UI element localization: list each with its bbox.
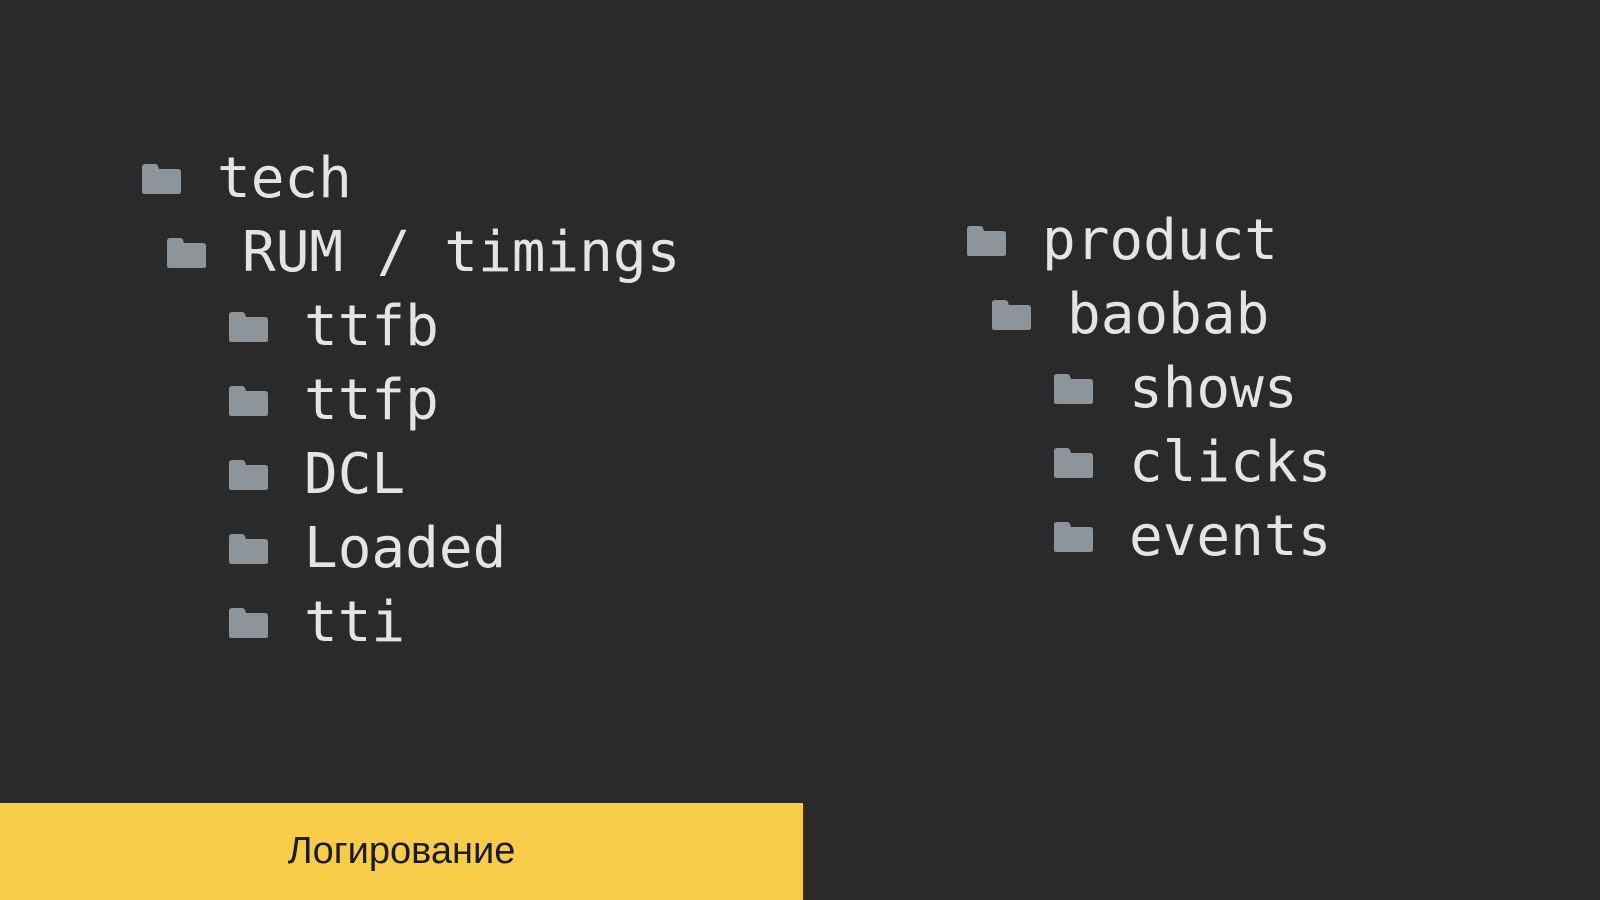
tree-item-shows: shows	[966, 352, 1331, 426]
tree-item-label: baobab	[1067, 282, 1270, 347]
folder-icon	[966, 225, 1007, 257]
tree-item-ttfp: ttfp	[141, 364, 680, 438]
folder-icon	[991, 299, 1032, 331]
tree-item-label: tech	[217, 146, 352, 211]
right-folder-tree: product baobab shows clicks events	[966, 204, 1331, 574]
tree-item-label: RUM / timings	[242, 220, 681, 285]
folder-icon	[228, 385, 269, 417]
tree-item-dcl: DCL	[141, 438, 680, 512]
folder-icon	[1053, 521, 1094, 553]
section-title-bar: Логирование	[0, 803, 803, 900]
tree-item-product: product	[966, 204, 1331, 278]
tree-item-loaded: Loaded	[141, 512, 680, 586]
tree-item-label: clicks	[1129, 430, 1332, 495]
tree-item-baobab: baobab	[966, 278, 1331, 352]
tree-item-tech: tech	[141, 142, 680, 216]
tree-item-tti: tti	[141, 586, 680, 660]
tree-item-label: shows	[1129, 356, 1298, 421]
tree-item-label: ttfb	[304, 294, 439, 359]
tree-item-label: ttfp	[304, 368, 439, 433]
folder-icon	[141, 163, 182, 195]
tree-item-events: events	[966, 500, 1331, 574]
tree-item-ttfb: ttfb	[141, 290, 680, 364]
tree-item-label: events	[1129, 504, 1332, 569]
folder-icon	[1053, 373, 1094, 405]
folder-icon	[166, 237, 207, 269]
tree-item-label: Loaded	[304, 516, 507, 581]
folder-icon	[228, 607, 269, 639]
folder-icon	[228, 533, 269, 565]
tree-item-label: DCL	[304, 442, 406, 507]
tree-item-label: product	[1042, 208, 1279, 273]
tree-item-rum-timings: RUM / timings	[141, 216, 680, 290]
tree-item-clicks: clicks	[966, 426, 1331, 500]
folder-icon	[228, 459, 269, 491]
tree-item-label: tti	[304, 590, 406, 655]
folder-icon	[228, 311, 269, 343]
left-folder-tree: tech RUM / timings ttfb ttfp DCL Loaded …	[141, 142, 680, 660]
folder-icon	[1053, 447, 1094, 479]
section-title: Логирование	[287, 830, 516, 872]
